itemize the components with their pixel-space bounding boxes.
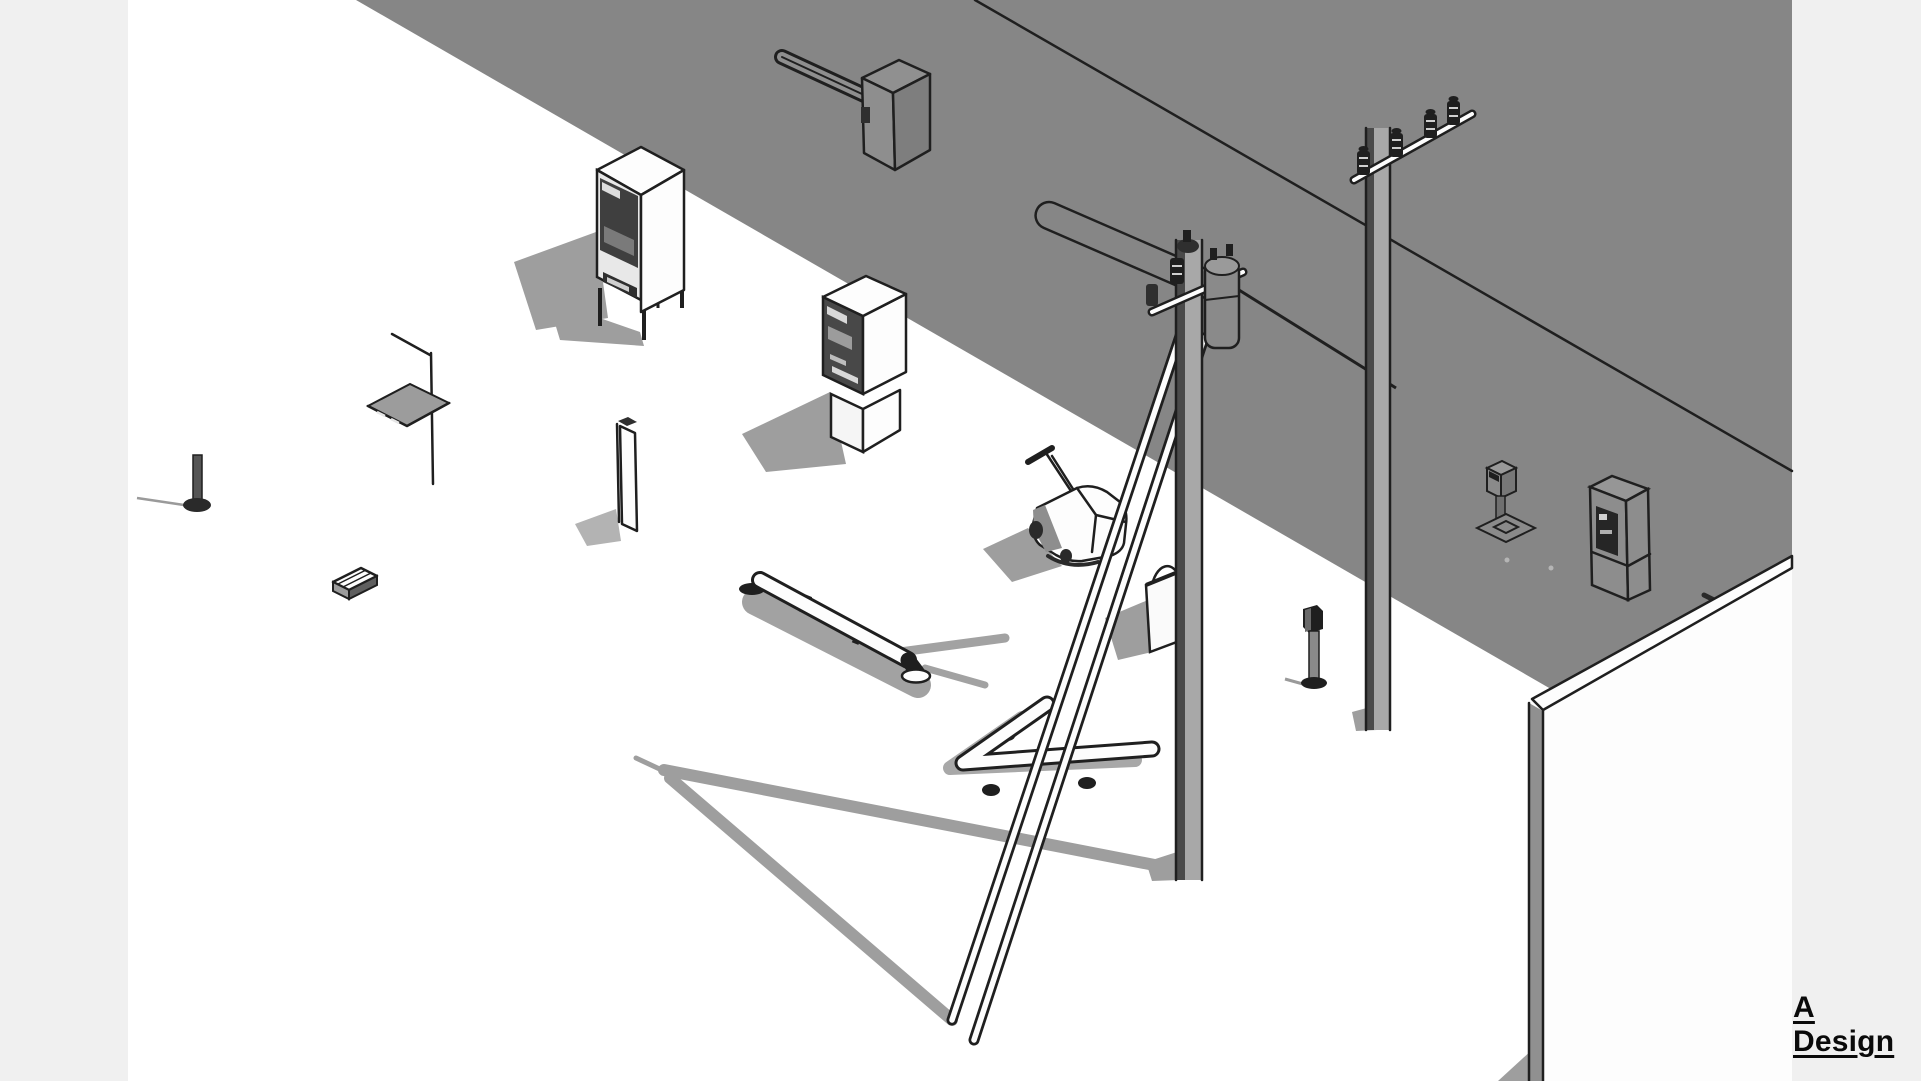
shadow <box>548 300 644 346</box>
shadow <box>895 633 1010 657</box>
road-speck <box>1504 557 1510 563</box>
parking-barrier-gate[interactable] <box>774 49 932 172</box>
wall-top-face <box>1530 554 1794 712</box>
watermark-line-1[interactable]: A <box>1793 991 1815 1024</box>
shadow <box>983 528 1062 582</box>
sign-panel[interactable] <box>365 332 452 486</box>
shadow <box>658 764 1176 874</box>
bent-pipe-rail[interactable] <box>943 695 1161 796</box>
shadow <box>921 664 989 689</box>
bollard[interactable] <box>136 454 211 512</box>
insulator <box>1357 146 1370 175</box>
shadow <box>742 589 931 698</box>
shadow <box>633 755 669 775</box>
shadow <box>575 509 621 546</box>
pole-transformer[interactable] <box>1203 244 1241 350</box>
narrow-panel-post[interactable] <box>575 417 639 546</box>
watermark-line-2[interactable]: Design <box>1793 1025 1895 1058</box>
gate-arm <box>781 56 876 101</box>
brand-watermark[interactable]: A Design <box>1793 991 1894 1059</box>
parking-pay-station[interactable] <box>742 274 908 472</box>
insulator <box>1424 109 1437 138</box>
paystation-screen <box>828 326 852 350</box>
site-wall[interactable] <box>1498 554 1794 1081</box>
wheel <box>1029 521 1043 539</box>
grab-rail[interactable] <box>739 571 1010 698</box>
gate-housing <box>891 72 932 172</box>
scrubber-handle <box>1025 445 1055 465</box>
utility-pole-braced[interactable] <box>633 230 1397 1046</box>
power-pole[interactable] <box>1349 96 1477 732</box>
wheel <box>1060 549 1072 563</box>
shadow <box>664 772 958 1026</box>
shadow <box>742 392 846 472</box>
charging-kiosk[interactable] <box>1586 474 1652 602</box>
floor-scrubber[interactable] <box>983 445 1128 582</box>
wheel-stop[interactable] <box>331 566 379 601</box>
ticket-vending-machine[interactable] <box>514 145 686 346</box>
insulator <box>1447 96 1460 125</box>
shadow <box>514 232 608 330</box>
insulator <box>1390 128 1403 157</box>
road-speck <box>1548 565 1554 571</box>
parking-meter[interactable] <box>1474 459 1538 544</box>
shadow <box>1146 852 1179 881</box>
meter-post[interactable] <box>1284 605 1327 689</box>
